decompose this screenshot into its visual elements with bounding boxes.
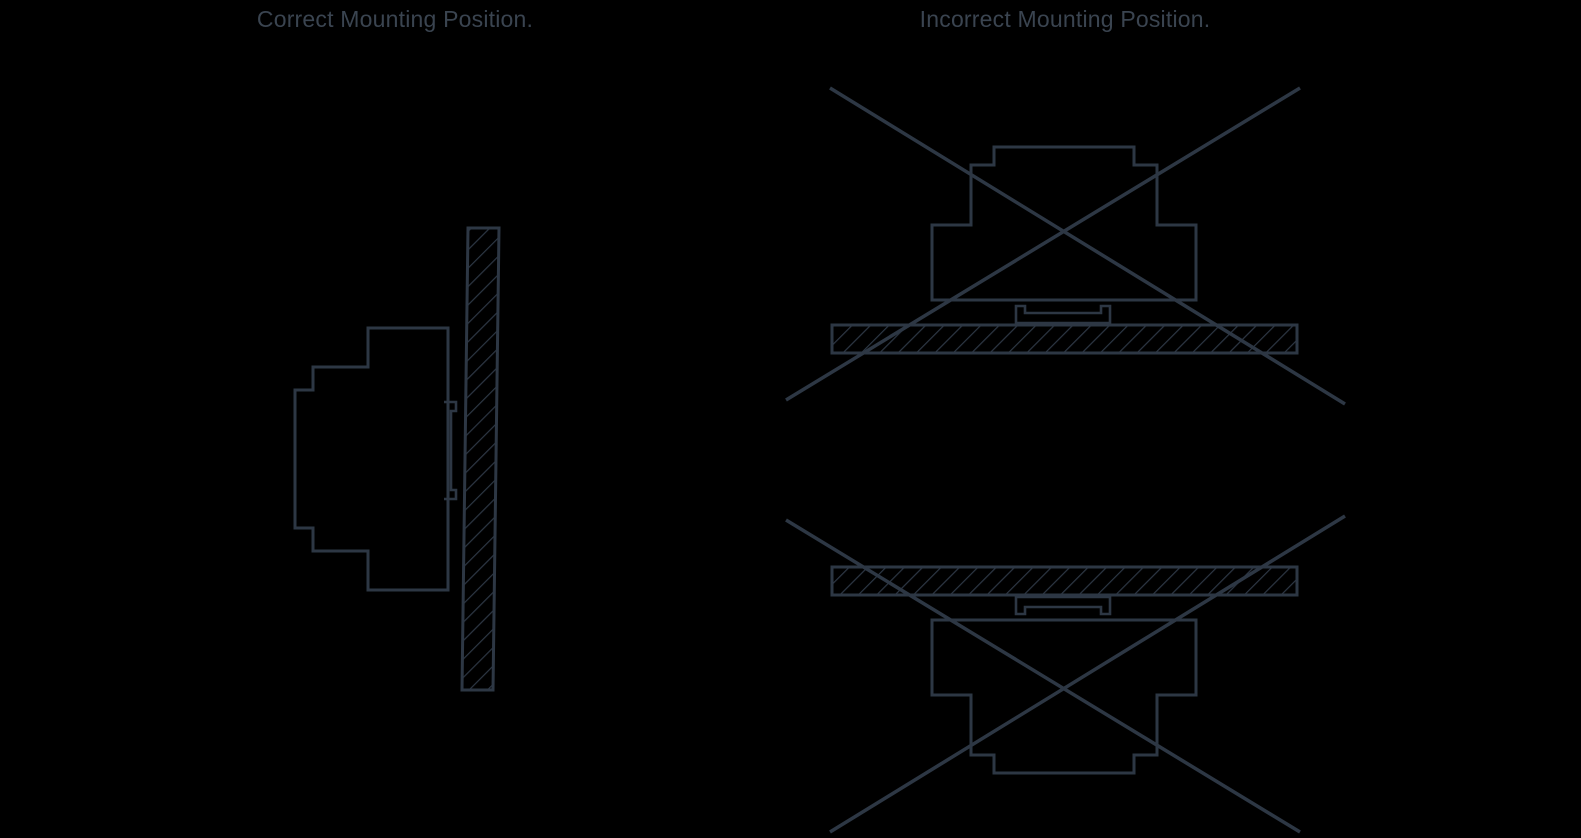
prohibition-cross-lower-icon (785, 514, 1346, 834)
horizontal-plate-upper (830, 323, 1299, 355)
mounting-clip-lower (1014, 595, 1112, 616)
incorrect-panel-title: Incorrect Mounting Position. (919, 6, 1211, 32)
mounting-clip-vertical (444, 400, 458, 501)
mounting-clip-upper (1014, 304, 1112, 325)
correct-mounting-panel (293, 226, 501, 692)
horizontal-plate-lower (830, 565, 1299, 597)
device-body-lower (930, 618, 1198, 775)
prohibition-cross-upper-icon (785, 86, 1346, 406)
vertical-wall-section (460, 226, 501, 692)
incorrect-mounting-lower (785, 514, 1346, 834)
correct-panel-title: Correct Mounting Position. (256, 6, 534, 32)
incorrect-mounting-upper (785, 86, 1346, 406)
device-body-side-view (293, 326, 450, 592)
device-body-upper (930, 145, 1198, 302)
